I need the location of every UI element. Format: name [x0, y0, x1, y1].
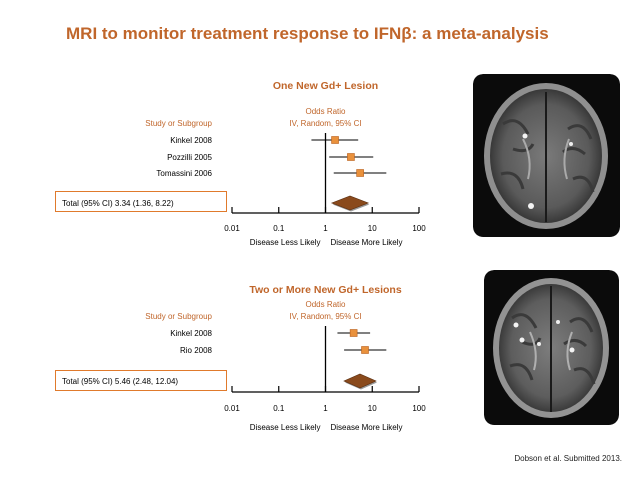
plot2-study-label: Kinkel 2008 — [170, 329, 212, 338]
plot2-x-tick-label: 100 — [412, 404, 426, 413]
mri-brain-scan-1 — [473, 74, 620, 237]
plot1-xlabel-right: Disease More Likely — [331, 238, 403, 247]
plot2-point-estimate — [349, 329, 358, 337]
slide-title: MRI to monitor treatment response to IFN… — [66, 24, 549, 43]
plot2-x-tick-label: 0.01 — [224, 404, 240, 413]
plot2-study-label: Rio 2008 — [180, 346, 213, 355]
plot1-xlabel-left: Disease Less Likely — [250, 238, 321, 247]
plot1-column-header-study: Study or Subgroup — [145, 119, 212, 128]
plot2-x-tick-label: 0.1 — [273, 404, 285, 413]
plot2-total-label: Total (95% CI) 5.46 (2.48, 12.04) — [62, 377, 178, 386]
plot1-point-estimate — [356, 169, 364, 177]
plot2-x-tick-label: 10 — [368, 404, 377, 413]
plot1-column-header-method: IV, Random, 95% CI — [289, 119, 361, 128]
plot1-x-tick-label: 100 — [412, 224, 426, 233]
plot1-study-label: Pozzilli 2005 — [167, 153, 212, 162]
citation: Dobson et al. Submitted 2013. — [514, 454, 622, 463]
plot2-xlabel-left: Disease Less Likely — [250, 423, 321, 432]
total-box-1 — [55, 191, 227, 212]
plot1-study-label: Kinkel 2008 — [170, 136, 212, 145]
plot2-pooled-diamond — [343, 373, 377, 389]
plot1-x-tick-label: 0.1 — [273, 224, 285, 233]
plot1-x-tick-label: 10 — [368, 224, 377, 233]
plot2-xlabel-right: Disease More Likely — [331, 423, 403, 432]
mri-brain-scan-2 — [484, 270, 619, 425]
plot1-point-estimate — [331, 136, 339, 144]
plot2-x-tick-label: 1 — [323, 404, 328, 413]
plot1-column-header-odds-ratio: Odds Ratio — [305, 107, 346, 116]
plot1-point-estimate — [347, 153, 355, 161]
plot1-x-tick-label: 1 — [323, 224, 328, 233]
plot2-point-estimate — [361, 346, 369, 354]
plot2-column-header-study: Study or Subgroup — [145, 312, 212, 321]
plot1-pooled-diamond — [330, 195, 370, 211]
total-box-2 — [55, 370, 227, 391]
plot1-x-tick-label: 0.01 — [224, 224, 240, 233]
plot2-title: Two or More New Gd+ Lesions — [249, 284, 402, 296]
plot1-study-label: Tomassini 2006 — [156, 169, 212, 178]
plot1-title: One New Gd+ Lesion — [273, 80, 378, 92]
plot2-column-header-method: IV, Random, 95% CI — [289, 312, 361, 321]
plot2-column-header-odds-ratio: Odds Ratio — [305, 300, 346, 309]
plot1-total-label: Total (95% CI) 3.34 (1.36, 8.22) — [62, 199, 174, 208]
